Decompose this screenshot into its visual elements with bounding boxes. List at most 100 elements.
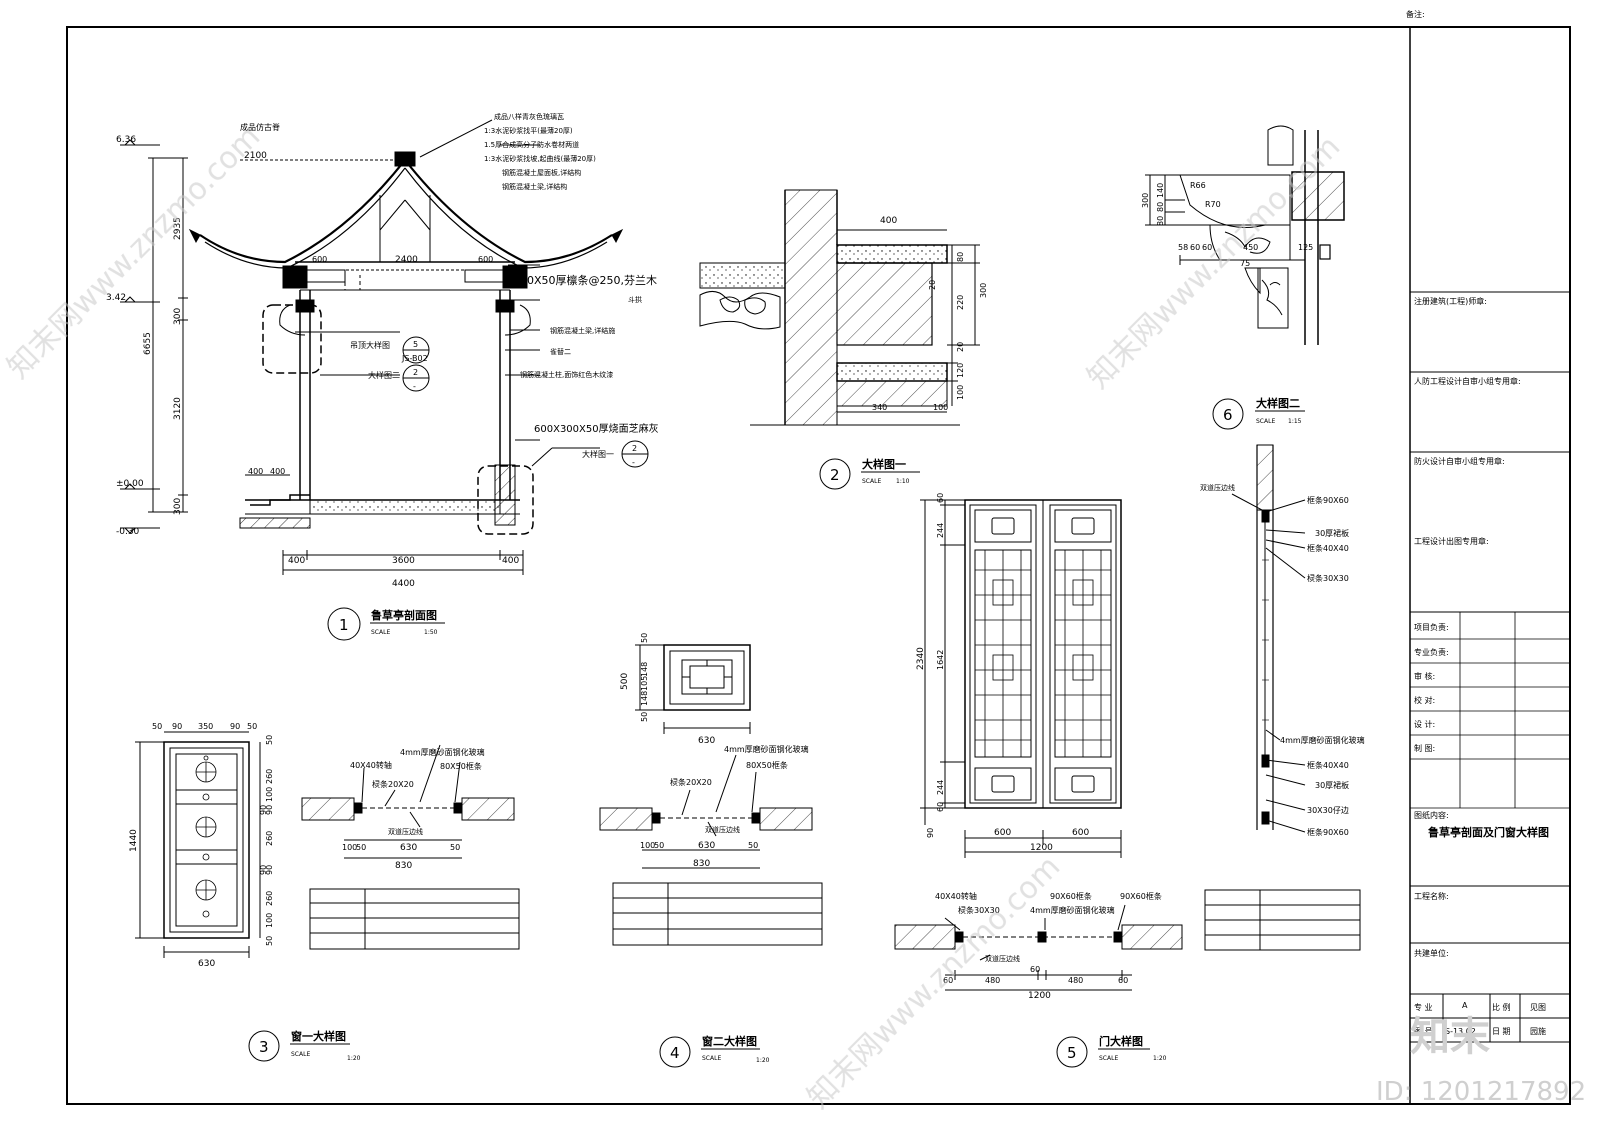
- w2p-l3: 棂条20X20: [670, 777, 712, 787]
- detail-5-scale-label: SCALE: [1099, 1055, 1118, 1062]
- w1-v11: 50: [265, 936, 274, 946]
- tb-role-5: 设 计:: [1414, 719, 1435, 729]
- watermark-2: 知末网www.znzmo.com: [1081, 129, 1347, 395]
- w1-h2: 90: [172, 722, 182, 731]
- w1-h1: 50: [152, 722, 162, 731]
- detail-4-title: 窗二大样图: [702, 1034, 757, 1048]
- detail-6-scale: 1:15: [1288, 418, 1302, 425]
- ref-c2-bot: -: [413, 382, 416, 391]
- ds-l6: 4mm厚磨砂面钢化玻璃: [1280, 735, 1365, 745]
- hdim-bot-2: 3600: [392, 556, 415, 566]
- w1p-d5: 830: [395, 861, 412, 871]
- outer-frame: [66, 26, 1571, 1105]
- detail-6-num: 6: [1223, 406, 1233, 424]
- detail-3-title: 窗一大样图: [291, 1029, 346, 1043]
- w1-h5: 50: [247, 722, 257, 731]
- step-dim-2: 400: [270, 467, 285, 476]
- tb-role-1: 项目负责:: [1414, 622, 1449, 632]
- tb-b1: 专 业: [1414, 1002, 1433, 1012]
- w1p-d3: 630: [400, 843, 417, 853]
- d6-dim-1: 140: [1156, 183, 1165, 198]
- w2-overall-h: 630: [698, 736, 715, 746]
- w2-v2: 148: [640, 691, 649, 706]
- w1p-l3: 80X50框条: [440, 761, 482, 771]
- w2p-d2: 50: [654, 841, 664, 850]
- tb-b3: 比 例: [1492, 1002, 1511, 1012]
- title-block: 注册建筑(工程)师章: 人防工程设计自审小组专用章: 防火设计自审小组专用章: …: [1409, 27, 1570, 1104]
- detail-title-1: 1 鲁草亭剖面图 SCALE 1:50: [327, 607, 445, 641]
- window-2-elevation: [635, 644, 751, 734]
- vdim-4: 300: [173, 498, 183, 515]
- door-v6: 90: [926, 828, 935, 838]
- tb-roles: [1410, 612, 1570, 809]
- watermark-1: 知末网www.znzmo.com: [1, 119, 267, 385]
- w1p-l5: 双道压边线: [388, 827, 423, 836]
- d2-dim-9: 100: [933, 403, 948, 412]
- callout-detail-2: [262, 304, 322, 374]
- w1p-l1: 40X40转轴: [350, 760, 392, 770]
- w1-v9: 260: [265, 891, 274, 906]
- dp-d5: 60: [1118, 976, 1128, 985]
- w1-v2: 260: [265, 769, 274, 784]
- w2-v4: 148: [640, 662, 649, 677]
- detail-1-num: 1: [339, 616, 349, 634]
- ref-c2-top: 2: [413, 368, 418, 377]
- w1-overall-v: 1440: [129, 829, 139, 852]
- w1-v7: 90: [265, 865, 274, 875]
- ds-l4: 框条40X40: [1307, 543, 1349, 553]
- detail-title-4: 4 窗二大样图 SCALE 1:20: [659, 1034, 770, 1068]
- w1p-d4: 50: [450, 843, 460, 852]
- window-1-elevation: [135, 731, 261, 958]
- detail-2-title: 大样图一: [862, 457, 906, 471]
- watermark-3: 知末网www.znzmo.com: [801, 849, 1067, 1115]
- tb-field-1: 注册建筑(工程)师章:: [1414, 296, 1487, 306]
- elev-zero: ±0.00: [116, 479, 144, 489]
- label-floor: 600X300X50厚烧面芝麻灰: [534, 422, 659, 435]
- detail-4-scale: 1:20: [756, 1057, 770, 1064]
- vdim-5: 6655: [143, 332, 153, 355]
- dp-d3: 60: [1030, 965, 1040, 974]
- dp-d2: 480: [985, 976, 1000, 985]
- tb-content-label: 图纸内容:: [1414, 810, 1449, 820]
- dp-d1: 60: [943, 976, 953, 985]
- dp-l6: 双道压边线: [985, 954, 1020, 963]
- detail-1-title: 鲁草亭剖面图: [371, 608, 437, 622]
- d2-dim-7: 100: [956, 385, 965, 400]
- door-v1: 60: [936, 493, 945, 503]
- ds-l9: 30X30仔边: [1307, 805, 1349, 815]
- tb-project-name: 工程名称:: [1414, 891, 1449, 901]
- window-1-table: [309, 888, 520, 950]
- tb-b5: 图 号: [1414, 1027, 1433, 1036]
- door-plan-section: [894, 904, 1183, 991]
- tb-b8: 园施: [1530, 1026, 1546, 1036]
- d2-dim-6: 120: [956, 363, 965, 378]
- detail-2-scale-label: SCALE: [862, 478, 881, 485]
- door-h1: 600: [994, 828, 1011, 838]
- roof-right: [404, 159, 613, 264]
- detail-5-title: 门大样图: [1099, 1034, 1143, 1048]
- detail-5-scale: 1:20: [1153, 1055, 1167, 1062]
- d2-dim-1: 400: [880, 216, 897, 226]
- window-2-table: [612, 882, 823, 946]
- vdim-1: 2935: [173, 217, 183, 240]
- d6-dim-6: R70: [1205, 200, 1221, 209]
- hdim-top-3: 600: [312, 255, 327, 264]
- label-purlin: 80X50厚檩条@250,芬兰木: [520, 273, 657, 287]
- detail-6-scale-label: SCALE: [1256, 418, 1275, 425]
- hdim-bot-1: 400: [288, 556, 305, 566]
- tb-b4: 见图: [1530, 1003, 1546, 1012]
- elev-bottom: -0.30: [116, 527, 140, 537]
- w1-v4: 90: [265, 805, 274, 815]
- label-queti: 雀替二: [550, 347, 571, 356]
- w1p-l4: 棂条20X20: [372, 779, 414, 789]
- w1-overall-h: 630: [198, 959, 215, 969]
- dp-d4: 480: [1068, 976, 1083, 985]
- elev-top: 6.36: [116, 135, 136, 145]
- tb-field-4: 工程设计出图专用章:: [1414, 536, 1489, 546]
- d2-dim-3: 220: [956, 295, 965, 310]
- dp-l1: 40X40转轴: [935, 891, 977, 901]
- label-l5: 钢筋混凝土屋面板,详结构: [502, 168, 581, 177]
- tb-field-3: 防火设计自审小组专用章:: [1414, 456, 1505, 466]
- detail-title-2: 2 大样图一 SCALE 1:10: [819, 457, 920, 490]
- dp-l4: 90X60框条: [1050, 891, 1092, 901]
